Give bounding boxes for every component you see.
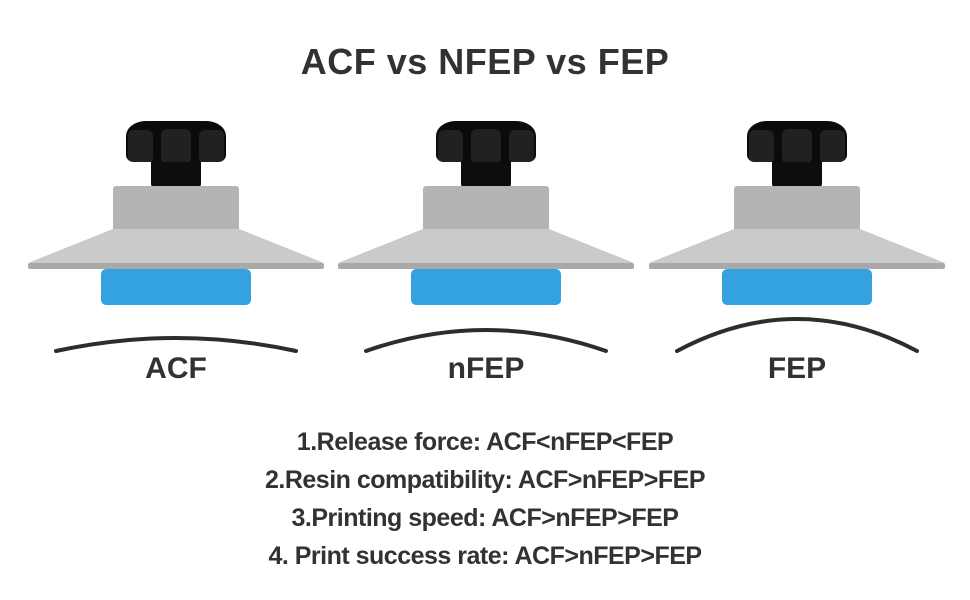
knob-stem [461,160,511,188]
plate-edge [28,263,324,269]
comparison-list: 1.Release force: ACF<nFEP<FEP 2.Resin co… [0,423,970,575]
comparison-line: 4. Print success rate: ACF>nFEP>FEP [268,542,702,570]
knob-ridge [820,130,845,162]
film-pad [411,269,561,305]
comparison-line: 2.Resin compatibility: ACF>nFEP>FEP [265,466,706,494]
plate-edge [649,263,945,269]
plate-edge [338,263,634,269]
knob-ridge [509,130,534,162]
knob-ridge [782,129,812,162]
build-plate-cone [28,229,324,263]
knob [747,121,847,162]
film-unit-fep: FEP [647,120,947,400]
comparison-line: 3.Printing speed: ACF>nFEP>FEP [291,504,679,532]
film-pad [722,269,872,305]
knob-ridge [128,130,153,162]
knob-ridge [199,130,224,162]
page-title: ACF vs NFEP vs FEP [300,41,670,82]
knob-ridge [161,129,191,162]
knob-ridge [471,129,501,162]
deformation-curve [54,336,298,353]
knob-stem [151,160,201,188]
film-label: ACF [145,352,207,385]
build-plate-cone [649,229,945,263]
film-unit-acf: ACF [26,120,326,400]
knob [436,121,536,162]
mount-block [423,186,549,229]
film-unit-nfep: nFEP [336,120,636,400]
deformation-curve [364,328,608,353]
film-label: FEP [767,352,827,385]
film-label: nFEP [447,352,525,385]
deformation-curve [675,317,919,353]
film-pad [101,269,251,305]
knob [126,121,226,162]
knob-stem [772,160,822,188]
comparison-line: 1.Release force: ACF<nFEP<FEP [296,428,674,456]
knob-ridge [749,130,774,162]
knob-ridge [438,130,463,162]
mount-block [734,186,860,229]
build-plate-cone [338,229,634,263]
mount-block [113,186,239,229]
